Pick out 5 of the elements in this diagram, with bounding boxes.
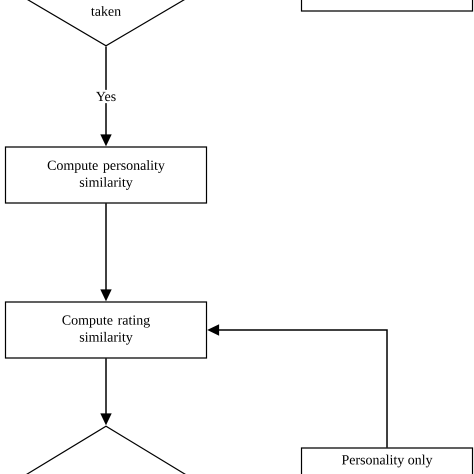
process-box: Personality only xyxy=(300,447,474,474)
process-box: Compute rating similarity xyxy=(4,301,208,359)
process-box xyxy=(300,0,474,12)
edge-label: Yes xyxy=(94,90,118,104)
process-box: Compute personality similarity xyxy=(4,146,208,204)
